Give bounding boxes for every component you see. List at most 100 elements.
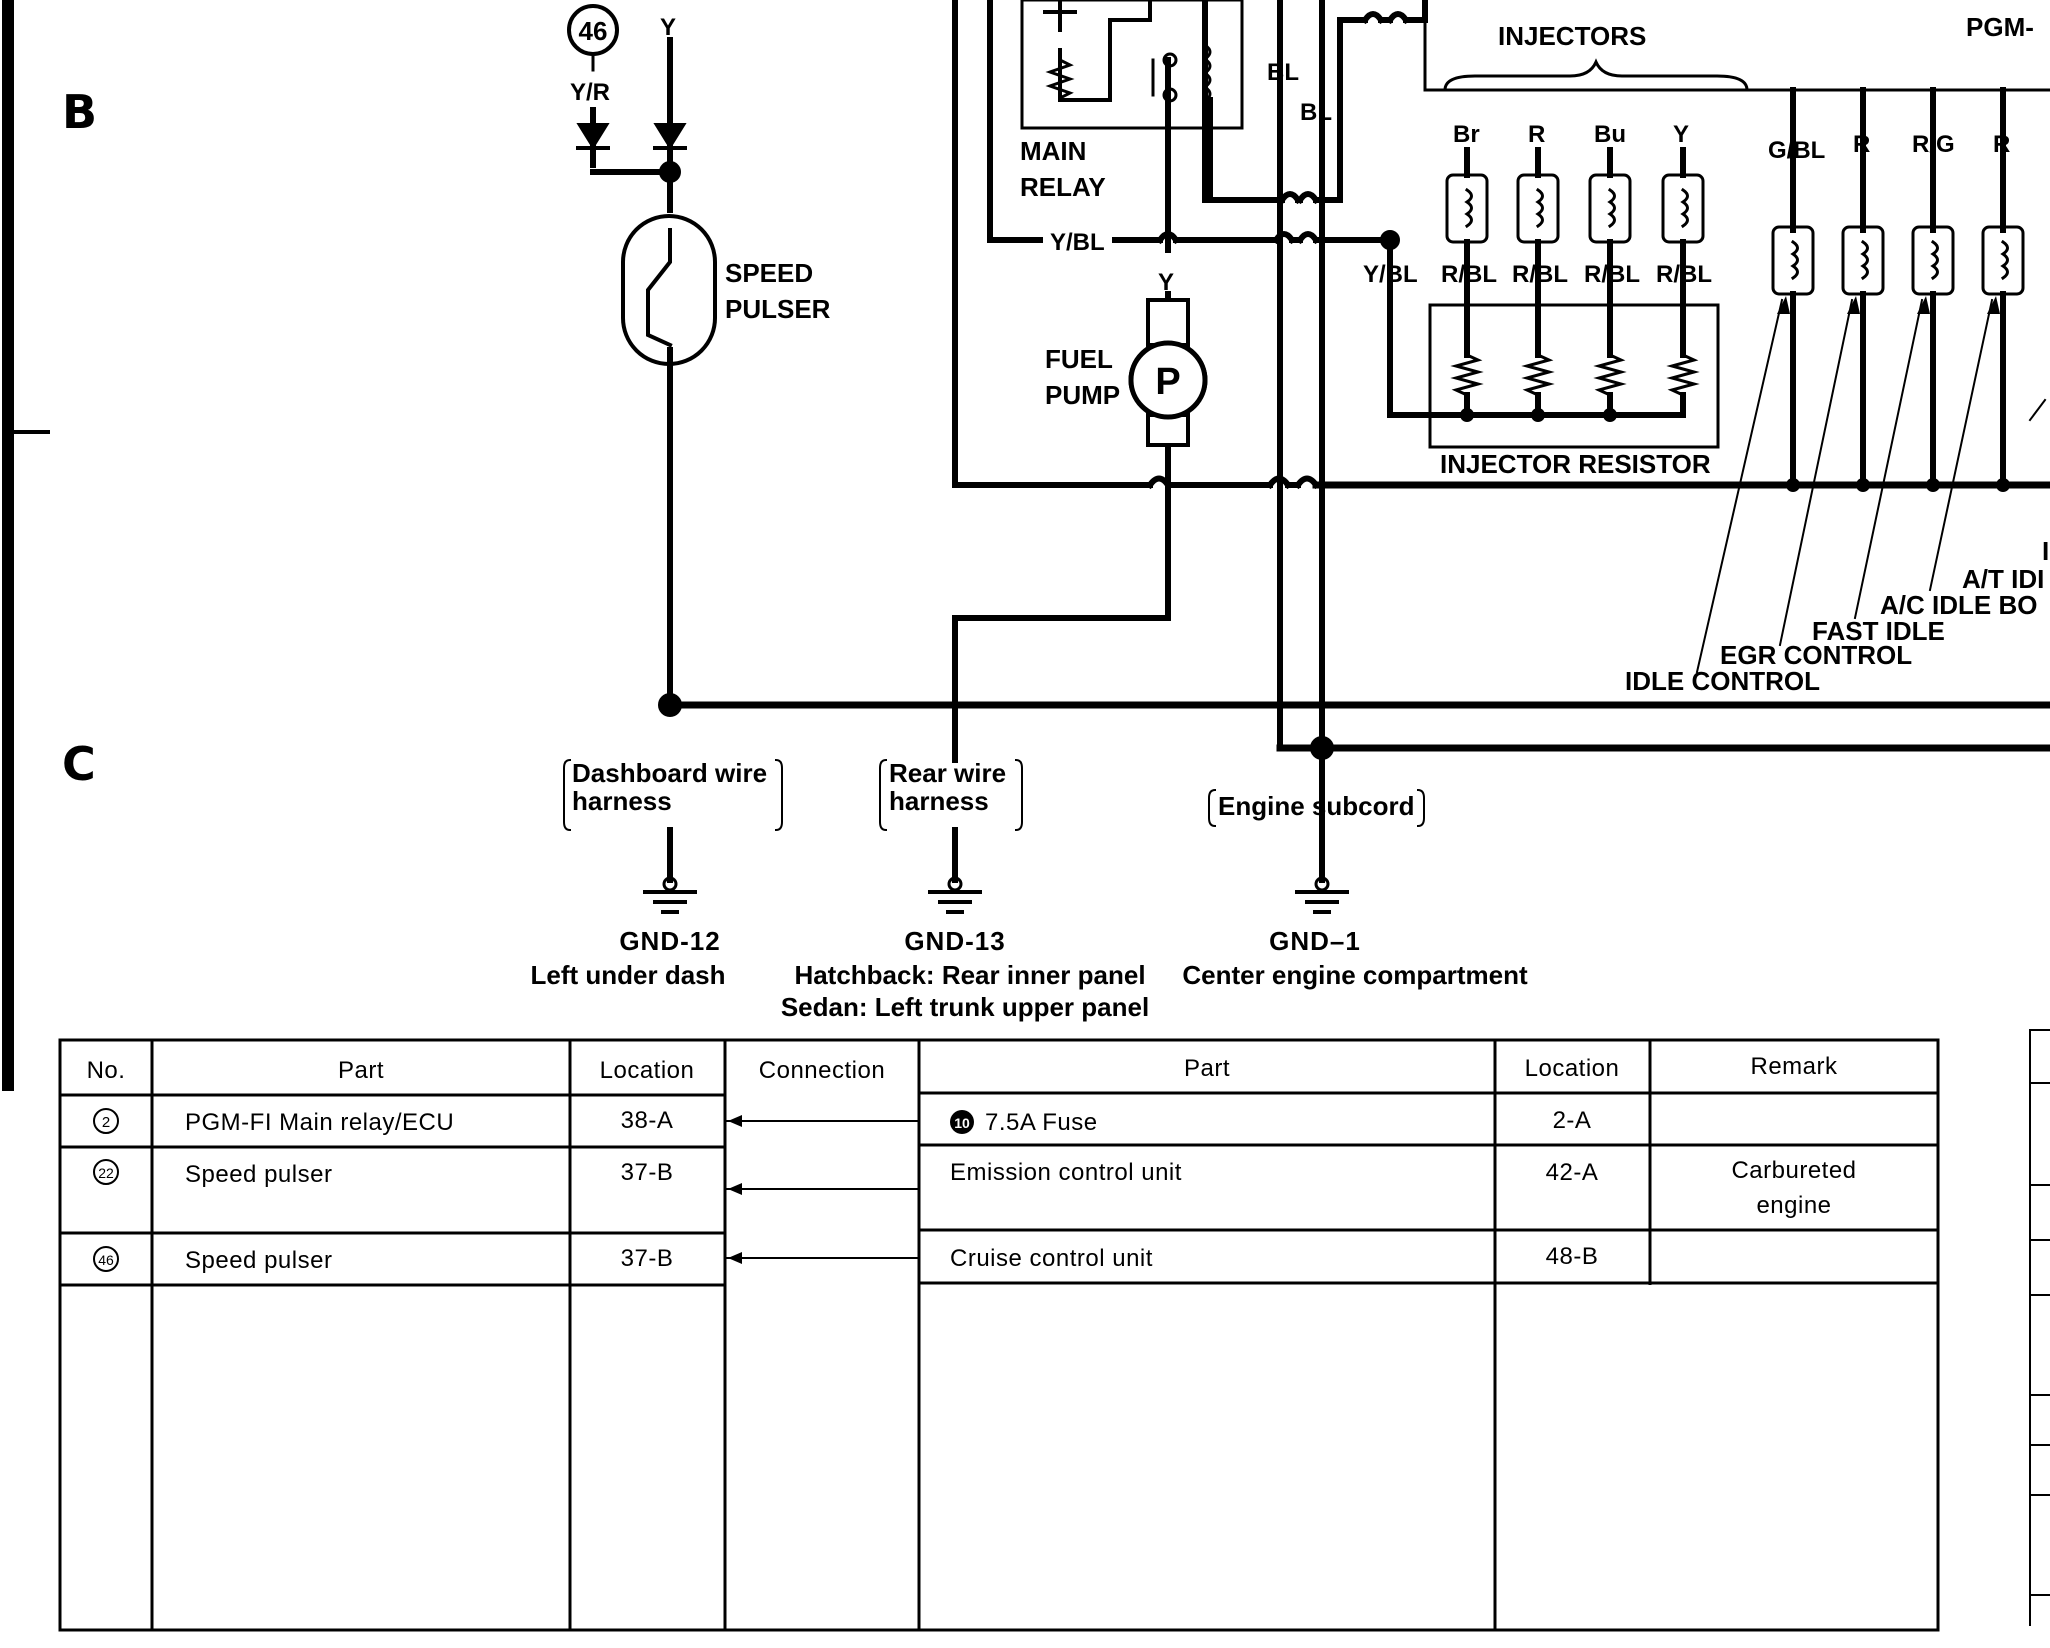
wire-label: Bu bbox=[1594, 121, 1626, 148]
control-solenoids bbox=[1790, 87, 2006, 488]
wire-label: R/BL bbox=[1441, 261, 1497, 288]
location-cell: 42-A bbox=[1546, 1159, 1599, 1186]
table-header-part: Part bbox=[1184, 1055, 1230, 1082]
location-cell: 37-B bbox=[621, 1245, 674, 1272]
at-idle-label: A/T IDI bbox=[1962, 564, 2044, 594]
ground-location: Center engine compartment bbox=[1182, 960, 1528, 990]
wire-label: BL bbox=[1267, 59, 1299, 86]
partial-table-edge bbox=[2029, 1029, 2050, 1626]
speed-pulser-wiring bbox=[567, 4, 673, 708]
ground-terminal bbox=[662, 876, 1330, 892]
fuel-pump-label: FUEL bbox=[1045, 344, 1113, 374]
circled-number bbox=[93, 1108, 119, 1134]
fuel-pump-label: PUMP bbox=[1045, 380, 1120, 410]
remark-cell: Carbureted bbox=[1731, 1157, 1856, 1184]
wire-label: R/BL bbox=[1512, 261, 1568, 288]
wire-label: Br bbox=[1453, 121, 1480, 148]
resistor-icon bbox=[1450, 353, 1700, 397]
part-cell: Cruise control unit bbox=[950, 1245, 1153, 1272]
row-number: 2 bbox=[102, 1114, 110, 1131]
fuse-number: 10 bbox=[954, 1115, 970, 1131]
part-cell: Speed pulser bbox=[185, 1247, 332, 1274]
pgm-label: PGM- bbox=[1966, 12, 2034, 42]
location-cell: 48-B bbox=[1546, 1243, 1599, 1270]
wire-label: R/BL bbox=[1584, 261, 1640, 288]
zone-label-b: B bbox=[62, 85, 97, 139]
part-cell: Emission control unit bbox=[950, 1159, 1182, 1186]
ground-location: Left under dash bbox=[530, 960, 725, 990]
location-cell: 38-A bbox=[621, 1107, 674, 1134]
injectors-bracket bbox=[1443, 58, 1749, 92]
parts-table: No. Part Location Connection Part Locati… bbox=[58, 1038, 1940, 1632]
location-cell: 2-A bbox=[1553, 1107, 1592, 1134]
speed-pulser-label: PULSER bbox=[725, 294, 831, 324]
wire-label: R bbox=[1993, 131, 2010, 158]
part-cell: 7.5A Fuse bbox=[985, 1109, 1098, 1136]
ground-icon bbox=[643, 890, 1349, 914]
speed-pulser-label: SPEED bbox=[725, 258, 813, 288]
wire-label: BL bbox=[1300, 99, 1332, 126]
egr-control-label: EGR CONTROL bbox=[1720, 640, 1912, 670]
circled-number bbox=[93, 1159, 119, 1185]
leader-lines bbox=[1695, 298, 2047, 674]
wire-label: Y/BL bbox=[1050, 229, 1105, 256]
ground-drops bbox=[667, 702, 1325, 883]
idle-control-label: IDLE CONTROL bbox=[1625, 666, 1820, 696]
fast-idle-label: FAST IDLE bbox=[1812, 616, 1945, 646]
solenoid-coil-icon bbox=[1771, 225, 2025, 296]
table-row: 46 Speed pulser 37-B Cruise control unit… bbox=[93, 1243, 1599, 1274]
harness-brackets bbox=[563, 758, 1425, 832]
fuse-number-badge bbox=[950, 1110, 974, 1134]
junction-dot bbox=[659, 161, 681, 183]
row-number: 46 bbox=[98, 1252, 114, 1268]
junction-dot bbox=[1460, 408, 1617, 422]
wire-label: R bbox=[1853, 131, 1870, 158]
row-number: 22 bbox=[98, 1165, 114, 1181]
injector-group bbox=[1387, 147, 1720, 449]
wire-label: Y bbox=[660, 14, 676, 41]
speed-pulser-icon bbox=[621, 214, 717, 366]
wire-label: Y bbox=[1158, 269, 1174, 296]
injectors-label: INJECTORS bbox=[1498, 21, 1646, 51]
table-header-part: Part bbox=[338, 1057, 384, 1084]
junction-dot bbox=[658, 693, 682, 717]
table-row: 2 PGM-FI Main relay/ECU 38-A 10 7.5A Fus… bbox=[93, 1107, 1592, 1136]
harness-label: harness bbox=[889, 786, 989, 816]
table-header-location: Location bbox=[1525, 1055, 1620, 1082]
diode-icon bbox=[576, 123, 687, 150]
injector-coil-icon bbox=[1445, 173, 1705, 244]
relay-wiring bbox=[987, 0, 2050, 418]
wire-label: R/G bbox=[1912, 131, 1955, 158]
wire-label: Y bbox=[1673, 121, 1689, 148]
arrow-icon bbox=[1777, 296, 2000, 314]
table-header-no: No. bbox=[87, 1057, 126, 1084]
harness-label: Rear wire bbox=[889, 758, 1006, 788]
remark-cell: engine bbox=[1756, 1192, 1831, 1219]
circled-number bbox=[93, 1246, 119, 1272]
wire-label: Y/BL bbox=[1363, 261, 1418, 288]
harness-label: harness bbox=[572, 786, 672, 816]
wire-label: R/BL bbox=[1656, 261, 1712, 288]
wire-label: G/BL bbox=[1768, 137, 1825, 164]
table-header-remark: Remark bbox=[1750, 1053, 1838, 1080]
ground-location: Hatchback: Rear inner panel bbox=[794, 960, 1145, 990]
main-relay-label: MAIN bbox=[1020, 136, 1086, 166]
harness-label: Dashboard wire bbox=[572, 758, 767, 788]
part-cell: Speed pulser bbox=[185, 1161, 332, 1188]
ground-label: GND-12 bbox=[619, 926, 720, 956]
junction-dot bbox=[1786, 478, 2010, 492]
ground-label: GND-13 bbox=[904, 926, 1005, 956]
ground-label: GND–1 bbox=[1269, 926, 1361, 956]
partial-label: I bbox=[2042, 536, 2049, 566]
ac-idle-label: A/C IDLE BO bbox=[1880, 590, 2037, 620]
arrow-icon bbox=[728, 1115, 742, 1264]
pump-symbol: P bbox=[1155, 361, 1180, 403]
ground-location: Sedan: Left trunk upper panel bbox=[781, 992, 1149, 1022]
wire-label: R bbox=[1528, 121, 1545, 148]
harness-label: Engine subcord bbox=[1218, 791, 1414, 821]
table-header-connection: Connection bbox=[759, 1057, 885, 1084]
zone-label-c: C bbox=[62, 737, 96, 791]
wire-label: Y/R bbox=[570, 79, 610, 106]
table-header-location: Location bbox=[600, 1057, 695, 1084]
